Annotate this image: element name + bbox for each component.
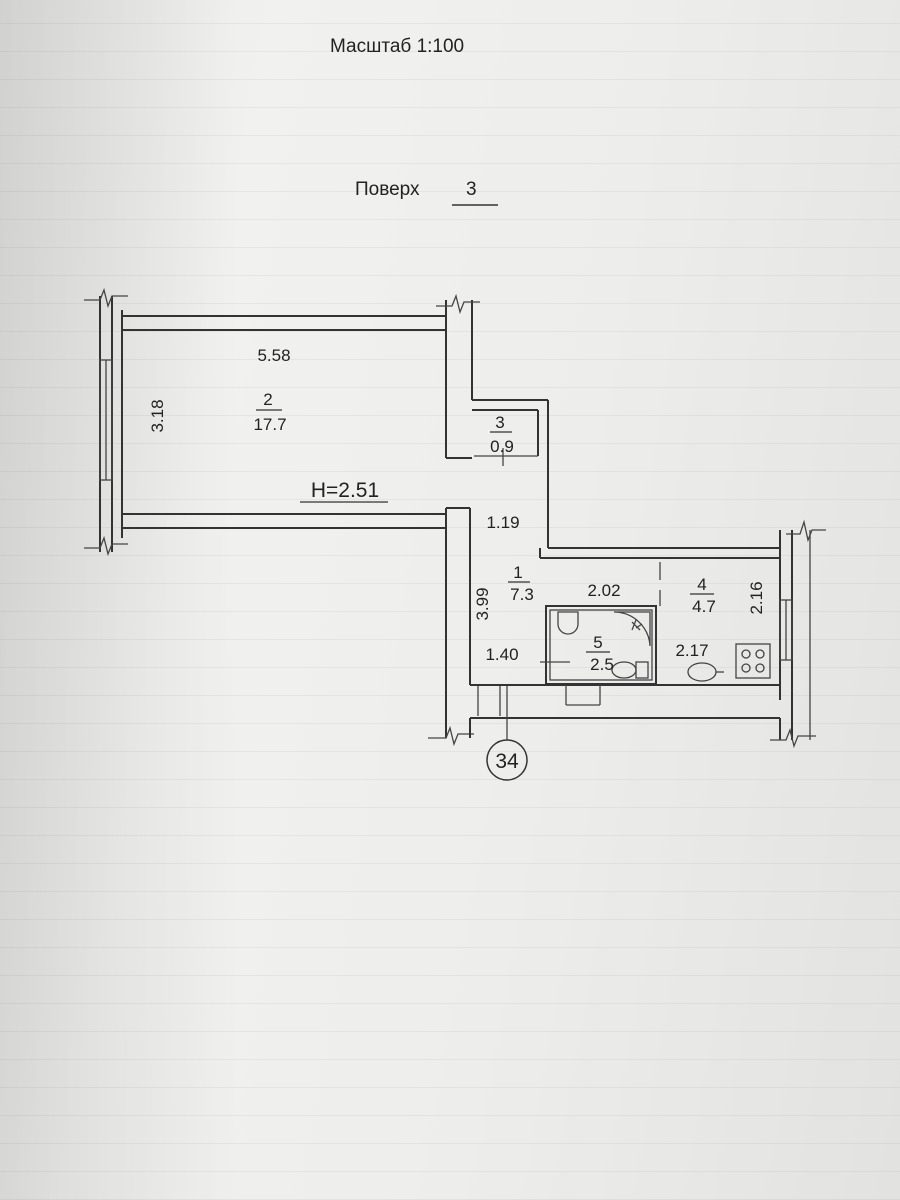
ceiling-height: H=2.51 [311, 479, 379, 502]
room-2-width: 5.58 [257, 346, 290, 365]
sink-icon [557, 611, 579, 635]
kitchen-sink-icon [687, 662, 724, 682]
room-3-number: 3 [495, 413, 504, 432]
bath-width: 2.02 [587, 581, 620, 600]
hall-length: 3.99 [473, 587, 492, 620]
shower-icon [613, 611, 651, 647]
room-2-number: 2 [263, 390, 272, 409]
apartment-number-circle [486, 739, 528, 781]
room-5-area: 2.5 [590, 655, 614, 674]
room-1-area: 7.3 [510, 585, 534, 604]
room-4-area: 4.7 [692, 597, 716, 616]
entrance-door [477, 686, 508, 740]
room-5-walls [540, 605, 657, 706]
kitchen-walls [469, 519, 826, 749]
room-2-area: 17.7 [253, 415, 286, 434]
room-5-number: 5 [593, 633, 602, 652]
scale-label: Масштаб 1:100 [330, 36, 464, 57]
room-2-depth: 3.18 [148, 399, 167, 432]
toilet-icon [611, 661, 649, 679]
stove-icon [735, 643, 771, 679]
kitchen-width: 2.17 [675, 641, 708, 660]
hall-width: 1.40 [485, 645, 518, 664]
kitchen-depth: 2.16 [747, 581, 766, 614]
corridor-width: 1.19 [486, 513, 519, 532]
floor-value: 3 [466, 179, 477, 200]
room-4-number: 4 [697, 575, 706, 594]
room-3-walls [472, 399, 549, 548]
hall-walls [428, 293, 480, 747]
room-1-number: 1 [513, 563, 522, 582]
apartment-number: 34 [495, 750, 519, 773]
floor-label: Поверх [355, 179, 420, 200]
room-2-walls [84, 287, 446, 557]
room-3-area: 0.9 [490, 437, 514, 456]
